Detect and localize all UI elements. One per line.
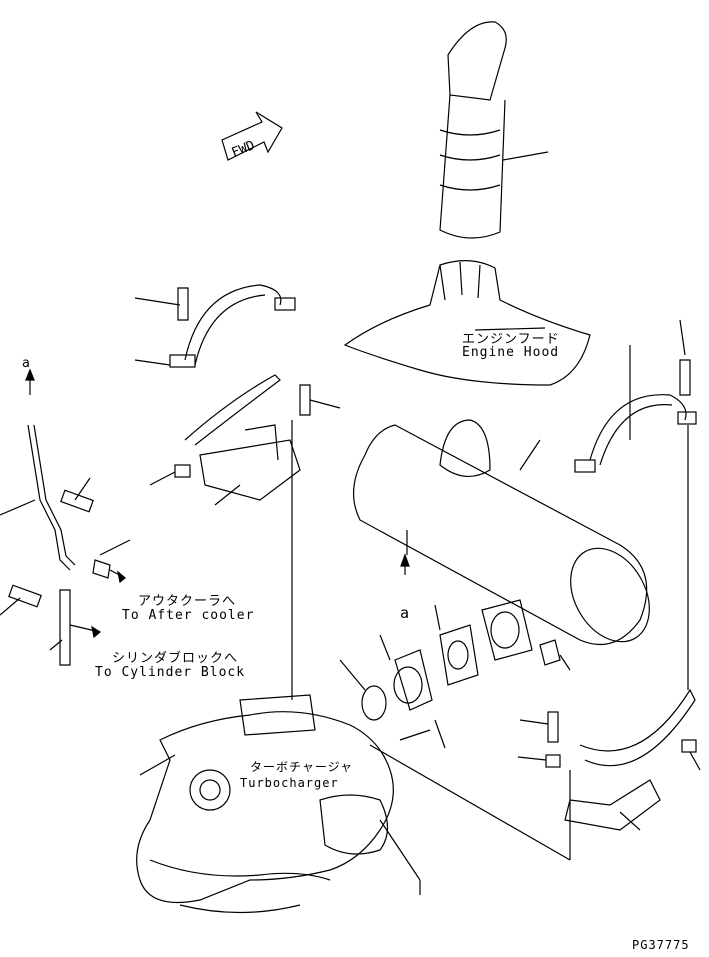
fwd-arrow-icon: FWD — [221, 111, 283, 161]
cylinder-block-label-jp: シリンダブロックへ — [112, 651, 239, 666]
air-tube-assembly — [0, 368, 410, 666]
turbocharger-label-jp: ターボチャージャ — [250, 760, 354, 774]
turbocharger-engine — [136, 694, 421, 914]
cylinder-block-label-en: To Cylinder Block — [95, 665, 246, 680]
engine-hood-label-en: Engine Hood — [462, 345, 560, 360]
muffler-bracket-right — [369, 688, 701, 861]
turbocharger-label-en: Turbocharger — [240, 776, 339, 790]
view-a-label-top: a — [22, 356, 31, 371]
outlet-flange-assembly — [339, 599, 571, 749]
exhaust-pipe-top — [439, 21, 549, 239]
clamp-band-right — [574, 319, 697, 690]
muffler — [352, 419, 650, 646]
page-code: PG37775 — [632, 938, 690, 952]
fwd-text: FWD — [230, 138, 258, 161]
after-cooler-label-jp: アウタクーラへ — [138, 594, 237, 609]
clamp-band-top-left — [134, 284, 296, 368]
muffler-bracket-left — [149, 374, 341, 700]
after-cooler-label-en: To After cooler — [122, 608, 255, 623]
view-a-label-mid: a — [400, 604, 411, 622]
engine-hood-label-jp: エンジンフード — [462, 332, 560, 347]
engine-hood-boot — [343, 260, 591, 386]
